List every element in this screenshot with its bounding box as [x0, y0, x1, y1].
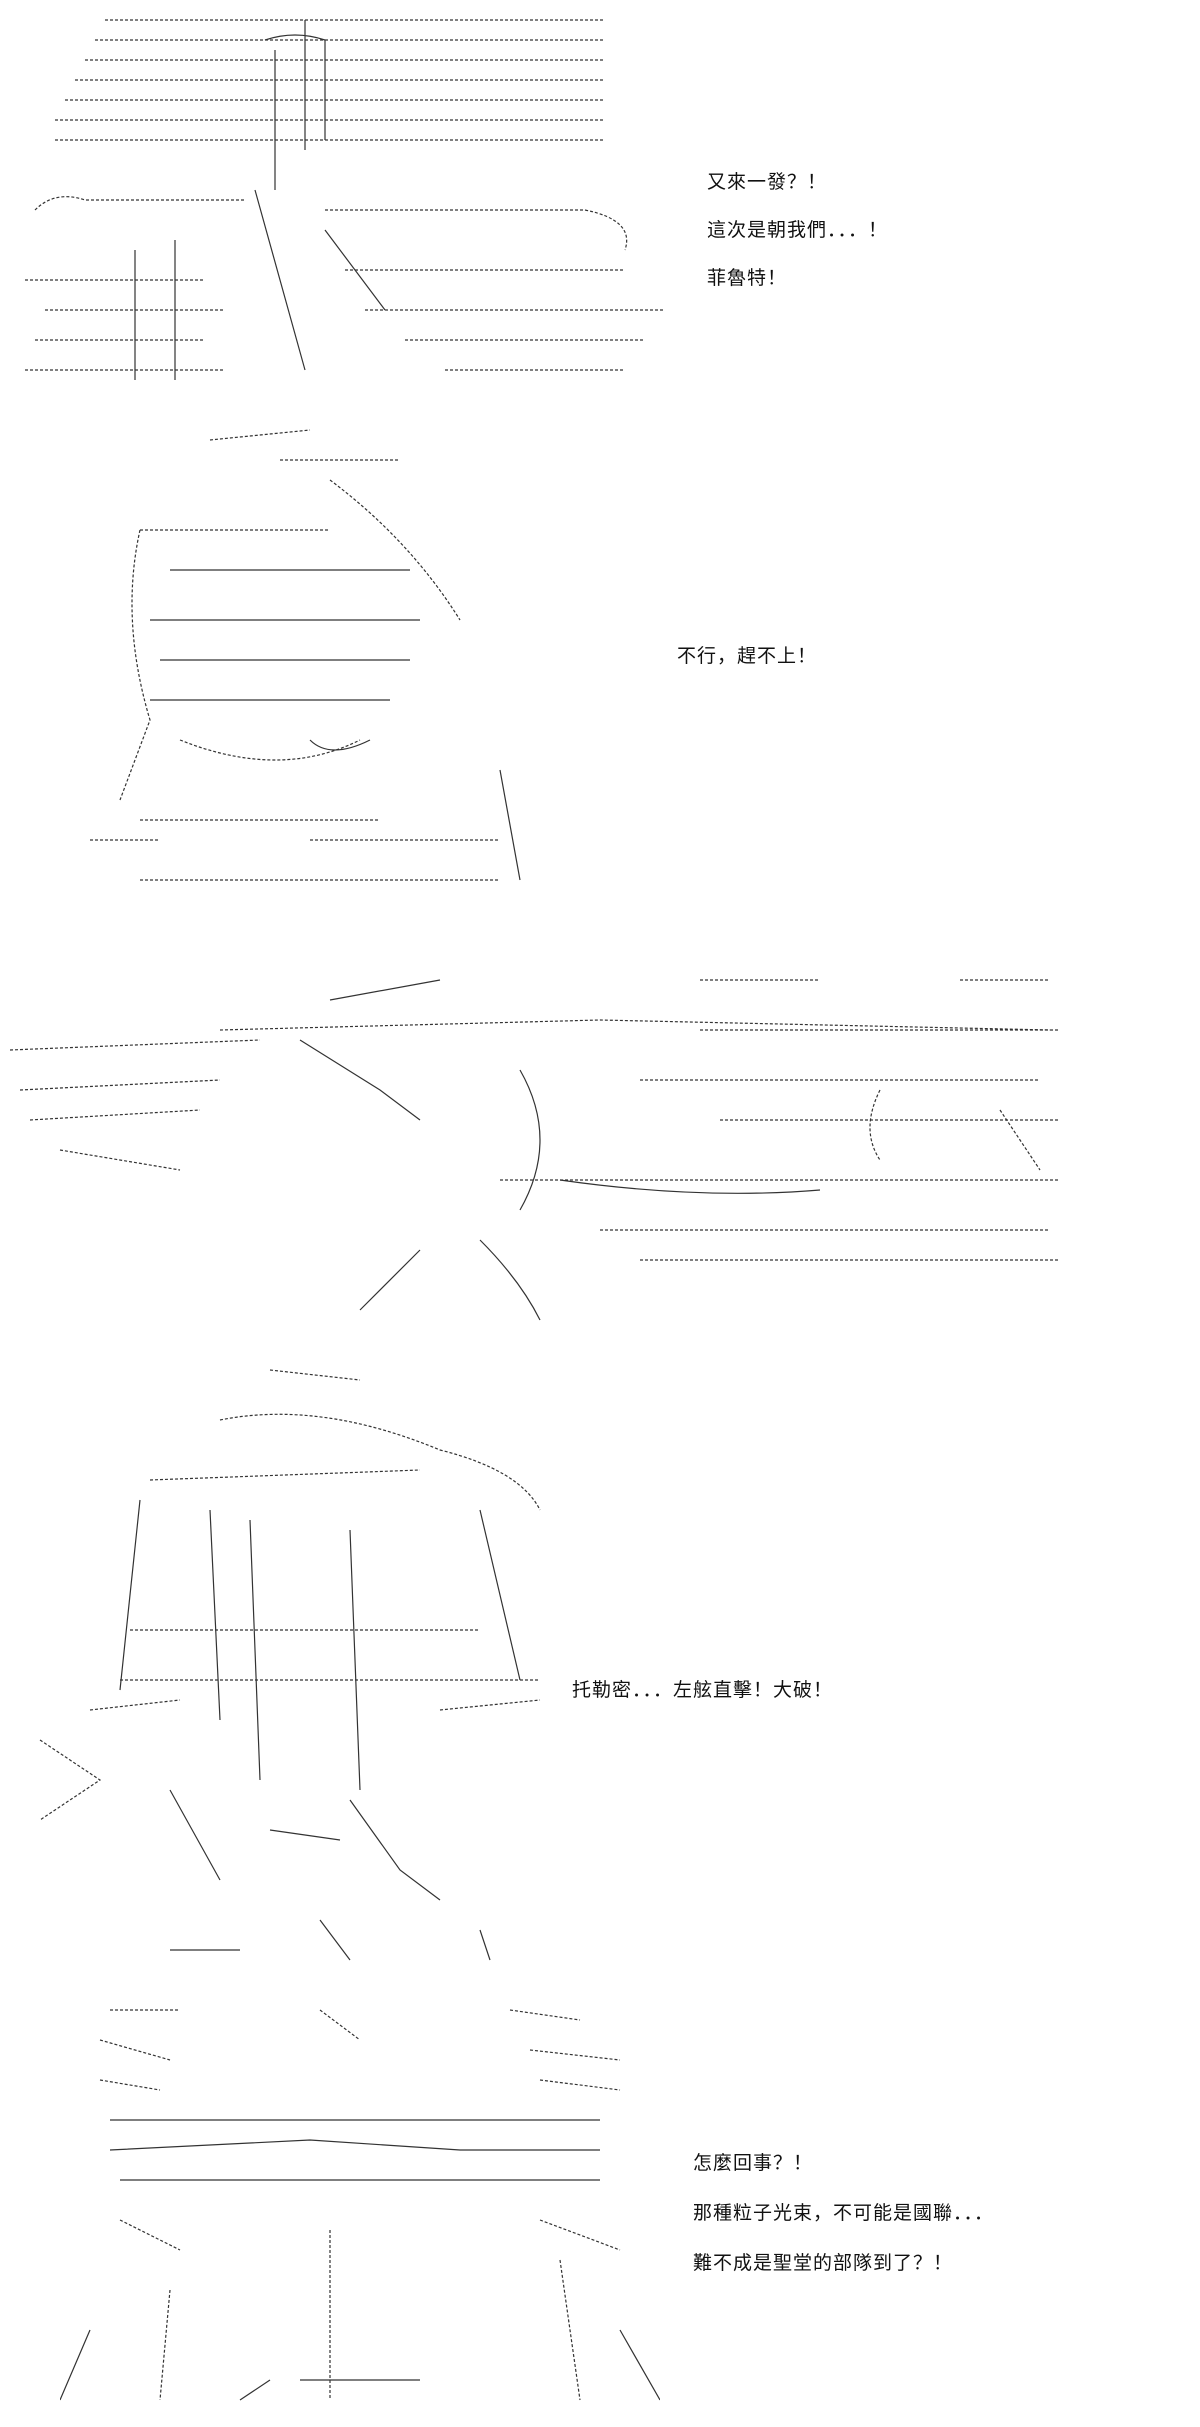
- ascii-art-beam-attack: [0, 940, 1080, 1330]
- dialogue-line: 菲魯特！: [707, 267, 788, 289]
- dialogue-line: 這次是朝我們．．．！: [707, 219, 889, 241]
- dialogue-line: 托勒密．．．左舷直擊！大破！: [572, 1679, 834, 1701]
- dialogue-line: 怎麼回事？！: [693, 2152, 814, 2174]
- ascii-art-character-shouting: [20, 1360, 560, 1970]
- dialogue-line: 不行，趕不上！: [677, 645, 818, 667]
- dialogue-line: 又來一發？！: [707, 171, 828, 193]
- dialogue-line: 那種粒子光束，不可能是國聯．．．: [693, 2202, 995, 2224]
- ascii-art-character-crossed-arms: [60, 2000, 660, 2420]
- panel-2: 不行，趕不上！: [0, 400, 1200, 910]
- dialogue-line: 難不成是聖堂的部隊到了？！: [693, 2252, 954, 2274]
- panel-1: 又來一發？！ 這次是朝我們．．．！ 菲魯特！: [0, 0, 1200, 390]
- panel-3: [0, 930, 1200, 1330]
- panel-5: 怎麼回事？！ 那種粒子光束，不可能是國聯．．． 難不成是聖堂的部隊到了？！: [0, 1990, 1200, 2427]
- panel-4: 托勒密．．．左舷直擊！大破！: [0, 1360, 1200, 1980]
- ascii-art-ship-bridge: [25, 10, 675, 390]
- ascii-art-character-portrait: [80, 420, 600, 900]
